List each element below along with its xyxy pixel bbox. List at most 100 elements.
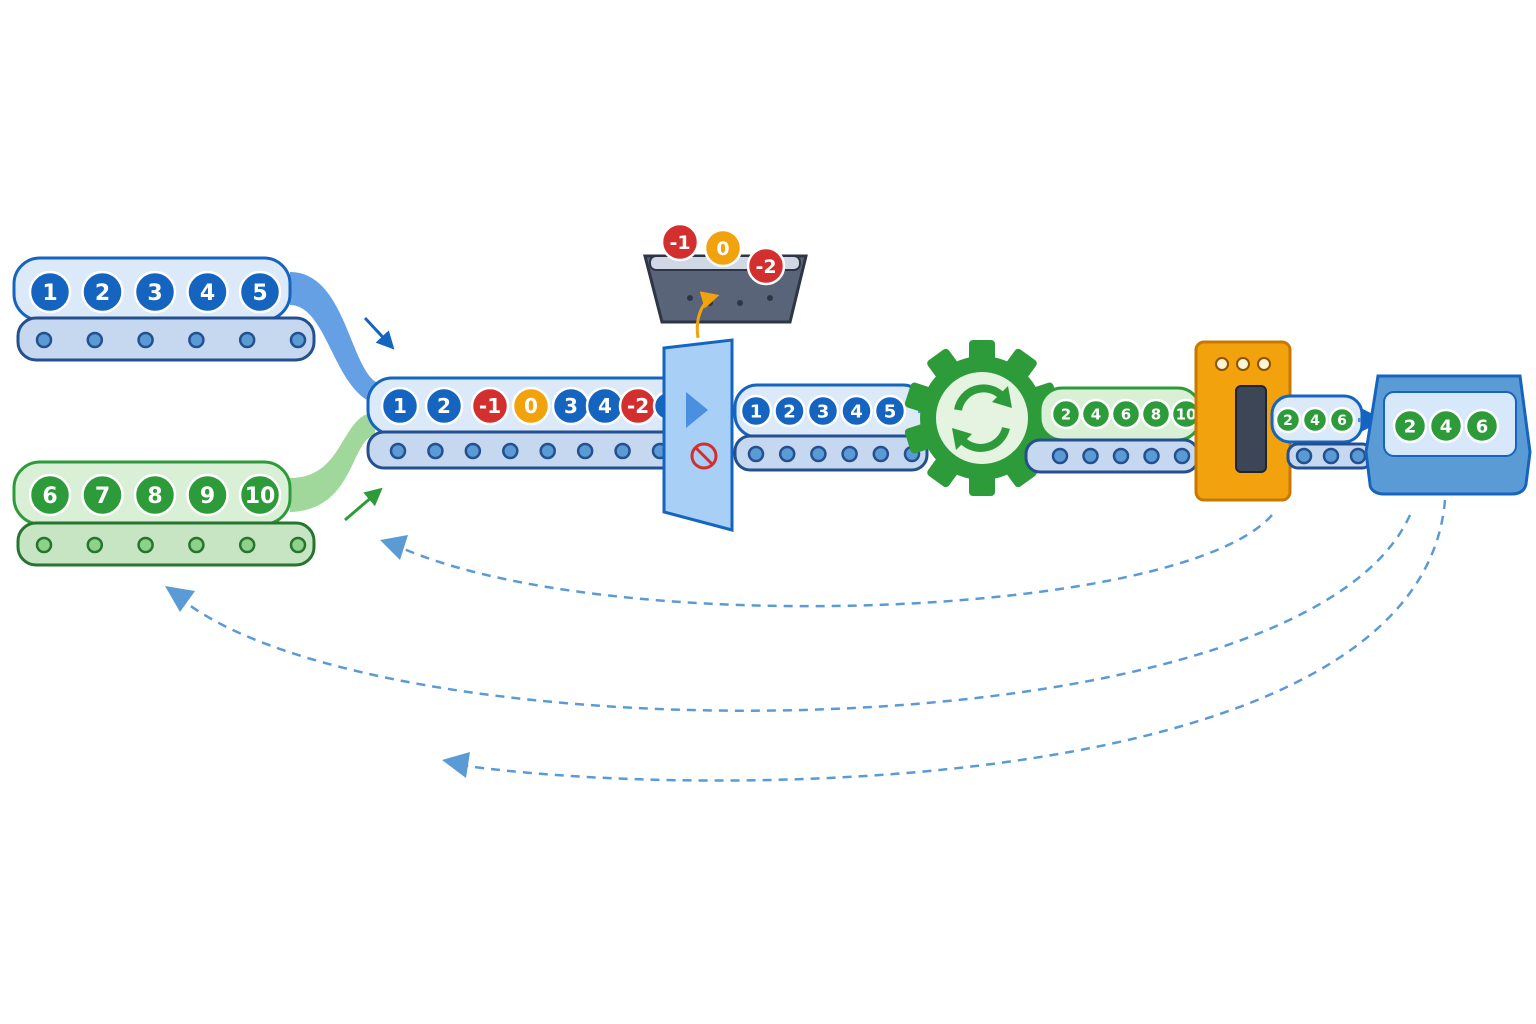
number-ball: 6 [1110, 398, 1142, 430]
number-ball: 1 [28, 270, 72, 314]
number-ball: 3 [806, 394, 840, 428]
number-ball: 2 [773, 394, 806, 428]
number-ball: 6 [28, 473, 72, 517]
number-ball: 2 [1274, 406, 1302, 434]
roller [747, 445, 765, 463]
number-label: 3 [564, 394, 578, 418]
map-gear [904, 340, 1060, 496]
merge-ribbon-green [290, 412, 375, 512]
number-label: 3 [147, 281, 162, 306]
number-label: -2 [755, 256, 776, 278]
number-label: 0 [524, 394, 538, 418]
roller [841, 445, 858, 463]
filter-gate [662, 338, 734, 532]
no-entry-icon [690, 442, 718, 470]
number-ball: 2 [424, 386, 464, 426]
number-label: 0 [716, 238, 729, 260]
number-ball: 5 [873, 394, 907, 428]
number-ball: 2 [1050, 398, 1082, 430]
number-label: 8 [1151, 405, 1161, 423]
reject-bin: -1 0 -2 [643, 222, 808, 339]
feedback-arrowhead [442, 752, 470, 778]
number-label: 1 [750, 401, 763, 422]
roller [137, 536, 154, 554]
number-label: 5 [252, 281, 267, 306]
number-label: 6 [1476, 416, 1489, 437]
roller [289, 536, 307, 554]
number-ball: 1 [739, 394, 773, 428]
number-label: 2 [1283, 413, 1293, 429]
roller [1295, 447, 1313, 465]
number-ball: 2 [1392, 408, 1428, 444]
reject-bin-items: -1 0 -2 [660, 222, 786, 286]
number-ball: 0 [703, 228, 743, 268]
roller [810, 445, 827, 463]
roller [35, 331, 53, 349]
roller [389, 442, 407, 460]
number-label: 4 [1091, 405, 1101, 423]
number-label: 9 [200, 484, 215, 509]
number-label: 6 [1121, 405, 1131, 423]
roller [86, 331, 104, 349]
number-ball: 4 [186, 270, 229, 314]
reject-arrow [695, 291, 720, 339]
roller [1143, 447, 1160, 465]
number-label: 1 [42, 281, 57, 306]
feedback-arrowhead [165, 586, 195, 612]
roller [427, 442, 444, 460]
roller [137, 331, 154, 349]
roller [289, 331, 307, 349]
number-label: -1 [669, 232, 690, 254]
feedback-arc-take [394, 514, 1273, 608]
roller [464, 442, 482, 460]
roller [188, 536, 205, 554]
number-ball: 10 [1170, 398, 1202, 430]
number-ball: 7 [81, 473, 124, 517]
belt-rollers [1051, 447, 1191, 465]
take-gate [1194, 340, 1292, 502]
roller [502, 442, 519, 460]
number-label: -2 [627, 394, 649, 418]
roller [1322, 447, 1340, 465]
number-ball: 8 [1140, 398, 1172, 430]
roller [188, 331, 205, 349]
number-ball: 1 [380, 386, 420, 426]
number-label: 1 [393, 394, 407, 418]
number-label: 4 [1440, 416, 1453, 437]
roller [1051, 447, 1069, 465]
roller [1173, 447, 1191, 465]
belt-rollers [747, 445, 921, 463]
roller [539, 442, 556, 460]
number-label: 10 [245, 484, 276, 509]
number-label: 10 [1176, 405, 1197, 423]
refresh-icon [952, 384, 1012, 452]
number-label: 4 [598, 394, 612, 418]
roller [872, 445, 890, 463]
belt-rollers [1295, 447, 1367, 465]
number-label: 8 [147, 484, 162, 509]
belt-rollers [35, 331, 307, 349]
number-ball: 4 [1428, 408, 1464, 444]
number-label: 2 [95, 281, 110, 306]
merge-ribbon-blue [290, 272, 385, 405]
number-ball: 3 [133, 270, 177, 314]
feedback-arcs [165, 499, 1447, 782]
number-ball: 4 [585, 386, 625, 426]
number-label: 2 [437, 394, 451, 418]
roller [35, 536, 53, 554]
roller [238, 536, 256, 554]
roller [1349, 447, 1367, 465]
